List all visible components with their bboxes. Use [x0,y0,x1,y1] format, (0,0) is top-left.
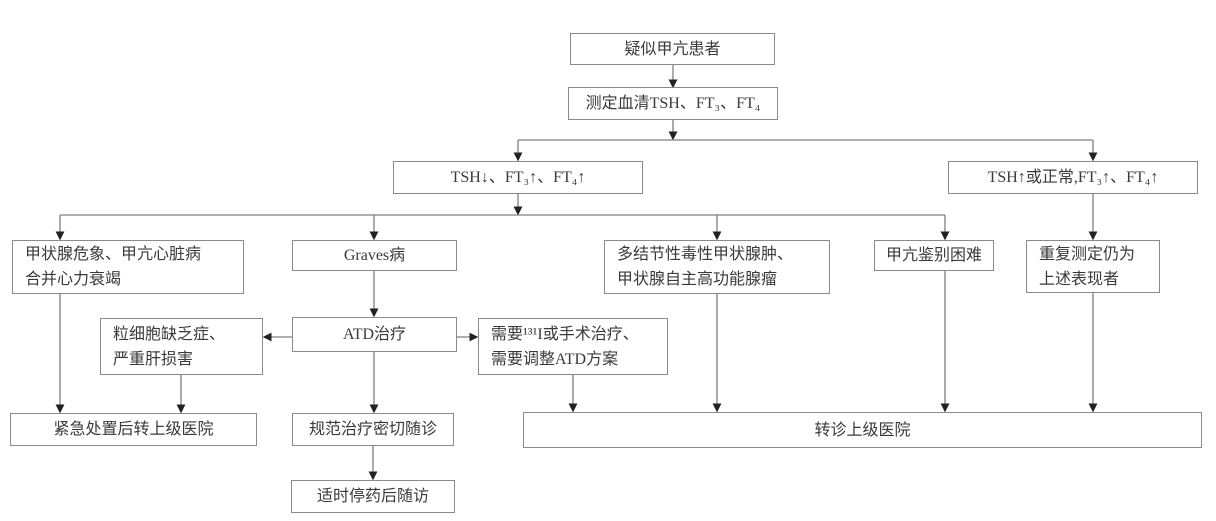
node-label: 重复测定仍为 [1039,245,1136,263]
node-tsh-high-or-normal: TSH↑或正常,FT₃↑、FT₄↑ [948,161,1198,194]
node-label: 测定血清TSH、FT₃、FT₄ [585,95,761,112]
node-standard-treatment-followup: 规范治疗密切随诊 [292,413,454,446]
node-emergency-then-refer: 紧急处置后转上级医院 [10,413,257,446]
node-label: 甲亢鉴别困难 [885,247,982,264]
node-differentiation-difficult: 甲亢鉴别困难 [874,240,994,271]
node-toxic-multinodular-goiter: 多结节性毒性甲状腺肿、 甲状腺自主高功能腺瘤 [604,240,830,294]
node-label: 需要调整ATD方案 [491,350,619,368]
node-measure-serum-tsh-ft3-ft4: 测定血清TSH、FT₃、FT₄ [568,87,778,120]
node-label: 严重肝损害 [113,350,194,368]
node-repeat-measurement-same: 重复测定仍为 上述表现者 [1026,240,1160,293]
node-label: 甲状腺自主高功能腺瘤 [617,271,778,288]
node-refer-to-higher-hospital: 转诊上级医院 [523,412,1202,448]
node-label: 甲状腺危象、甲亢心脏病 [25,246,202,263]
node-label: Graves病 [343,247,406,264]
node-label: 上述表现者 [1039,270,1120,288]
node-label: 合并心力衰竭 [25,271,122,288]
node-label: 适时停药后随访 [316,488,429,505]
node-stop-medication-followup: 适时停药后随访 [291,480,455,513]
node-label: TSH↑或正常,FT₃↑、FT₄↑ [987,169,1159,186]
node-label: ATD治疗 [342,326,407,343]
node-agranulocytosis-liver-damage: 粒细胞缺乏症、 严重肝损害 [100,318,263,375]
node-label: 疑似甲亢患者 [624,40,721,58]
node-graves-disease: Graves病 [292,240,457,271]
node-label: 需要¹³¹I或手术治疗、 [491,325,639,343]
node-label: 紧急处置后转上级医院 [53,421,214,438]
node-label: 转诊上级医院 [814,421,911,439]
node-label: 多结节性毒性甲状腺肿、 [617,246,794,263]
node-suspected-hyperthyroid-patient: 疑似甲亢患者 [570,33,775,65]
node-label: TSH↓、FT₃↑、FT₄↑ [450,169,586,186]
node-tsh-low-ft3-ft4-high: TSH↓、FT₃↑、FT₄↑ [393,161,643,194]
node-atd-treatment: ATD治疗 [292,317,457,352]
node-label: 粒细胞缺乏症、 [113,325,226,343]
node-thyroid-crisis-heart-disease: 甲状腺危象、甲亢心脏病 合并心力衰竭 [12,240,244,294]
node-label: 规范治疗密切随诊 [308,421,437,438]
node-need-131i-or-surgery: 需要¹³¹I或手术治疗、 需要调整ATD方案 [478,318,668,375]
